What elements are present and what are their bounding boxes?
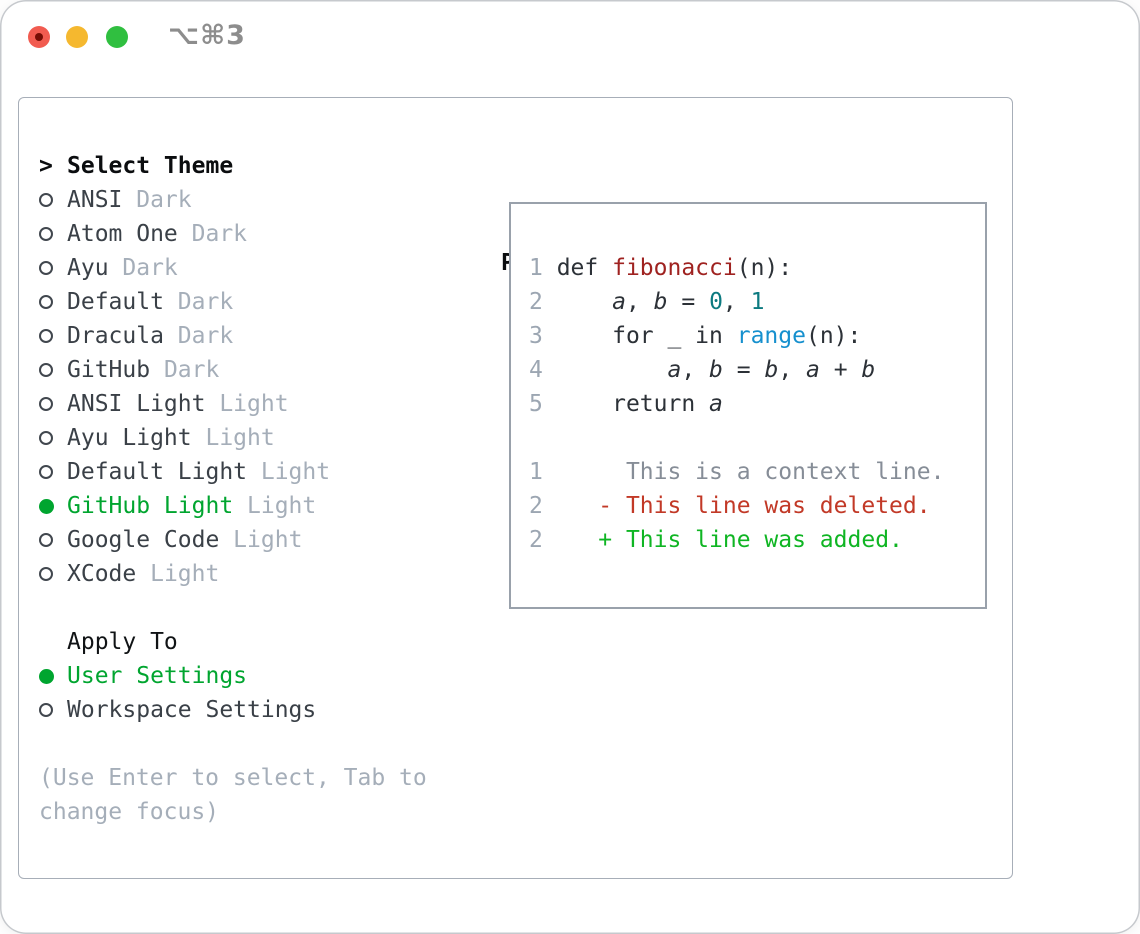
theme-option-github-light[interactable]: GitHub Light Light (39, 489, 427, 523)
theme-option-atom-one[interactable]: Atom One Dark (39, 217, 427, 251)
theme-option-ayu[interactable]: Ayu Dark (39, 251, 427, 285)
option-label: Default (67, 289, 164, 315)
radio-selected-icon (39, 668, 54, 684)
option-label: Ayu Light (67, 425, 192, 451)
gutter (39, 668, 67, 684)
option-variant: Dark (177, 221, 248, 247)
option-label: Dracula (67, 323, 164, 349)
option-label: GitHub (67, 357, 151, 383)
option-variant: Light (205, 391, 289, 417)
window-title: ⌥⌘3 (168, 20, 246, 51)
option-label: User Settings (67, 663, 248, 689)
gutter (39, 261, 67, 275)
option-variant: Light (233, 493, 317, 519)
prompt-icon: > (39, 153, 53, 179)
apply-option-user-settings[interactable]: User Settings (39, 659, 427, 693)
option-variant: Light (191, 425, 275, 451)
keyboard-hint: (Use Enter to select, Tab to change focus… (39, 761, 427, 829)
option-variant: Dark (150, 357, 220, 383)
theme-option-default[interactable]: Default Dark (39, 285, 427, 319)
option-label: GitHub Light (67, 493, 234, 519)
close-dot-icon (35, 33, 43, 41)
radio-icon (39, 193, 53, 207)
radio-selected-icon (39, 498, 54, 514)
option-variant: Light (136, 561, 220, 587)
option-variant: Dark (163, 289, 234, 315)
option-variant: Dark (163, 323, 234, 349)
theme-option-github[interactable]: GitHub Dark (39, 353, 427, 387)
theme-option-ansi-light[interactable]: ANSI Light Light (39, 387, 427, 421)
option-label: Ayu (67, 255, 109, 281)
gutter (39, 363, 67, 377)
select-theme-heading: Select Theme (67, 153, 234, 179)
hint-line: change focus) (39, 799, 220, 825)
radio-icon (39, 363, 53, 377)
apply-to-heading-row: Apply To (39, 625, 427, 659)
code-line: 1 def fibonacci(n): (529, 255, 793, 281)
code-line: 1 This is a context line. (529, 459, 945, 485)
spacer (39, 591, 427, 625)
option-label: ANSI Light (67, 391, 206, 417)
option-variant: Light (247, 459, 331, 485)
theme-option-default-light[interactable]: Default Light Light (39, 455, 427, 489)
code-line: 2 + This line was added. (529, 527, 903, 553)
theme-option-xcode[interactable]: XCode Light (39, 557, 427, 591)
radio-icon (39, 465, 53, 479)
option-label: Default Light (67, 459, 248, 485)
code-preview: 1 def fibonacci(n): 2 a, b = 0, 1 3 for _ … (511, 204, 985, 557)
radio-icon (39, 329, 53, 343)
gutter (39, 465, 67, 479)
radio-icon (39, 533, 53, 547)
gutter (39, 295, 67, 309)
gutter (39, 703, 67, 717)
select-theme-heading-row: > Select Theme (39, 149, 427, 183)
titlebar: ⌥⌘3 (0, 0, 1140, 74)
apply-to-heading: Apply To (67, 629, 178, 655)
option-label: Google Code (67, 527, 220, 553)
code-line: 4 a, b = b, a + b (529, 357, 876, 383)
code-line: 2 a, b = 0, 1 (529, 289, 765, 315)
gutter (39, 193, 67, 207)
gutter (39, 397, 67, 411)
code-line: 2 - This line was deleted. (529, 493, 931, 519)
theme-option-dracula[interactable]: Dracula Dark (39, 319, 427, 353)
radio-icon (39, 397, 53, 411)
gutter (39, 498, 67, 514)
radio-icon (39, 295, 53, 309)
gutter (39, 567, 67, 581)
option-label: XCode (67, 561, 137, 587)
option-variant: Light (219, 527, 303, 553)
radio-icon (39, 261, 53, 275)
radio-icon (39, 431, 53, 445)
theme-option-google-code[interactable]: Google Code Light (39, 523, 427, 557)
gutter (39, 533, 67, 547)
gutter (39, 431, 67, 445)
radio-icon (39, 703, 53, 717)
code-line: 5 return a (529, 391, 723, 417)
gutter (39, 329, 67, 343)
apply-option-workspace-settings[interactable]: Workspace Settings (39, 693, 427, 727)
option-label: Workspace Settings (67, 697, 317, 723)
radio-icon (39, 227, 53, 241)
hint-line: (Use Enter to select, Tab to (39, 765, 427, 791)
option-label: Atom One (67, 221, 178, 247)
close-button[interactable] (28, 26, 50, 48)
minimize-button[interactable] (66, 26, 88, 48)
code-line (529, 421, 985, 455)
option-variant: Dark (108, 255, 178, 281)
gutter (39, 227, 67, 241)
option-variant: Dark (122, 187, 192, 213)
code-line: 3 for _ in range(n): (529, 323, 862, 349)
zoom-button[interactable] (106, 26, 128, 48)
preview-box: 1 def fibonacci(n): 2 a, b = 0, 1 3 for _ … (509, 202, 987, 609)
option-label: ANSI (67, 187, 123, 213)
radio-icon (39, 567, 53, 581)
theme-option-ansi[interactable]: ANSI Dark (39, 183, 427, 217)
theme-option-ayu-light[interactable]: Ayu Light Light (39, 421, 427, 455)
spacer (39, 727, 427, 761)
